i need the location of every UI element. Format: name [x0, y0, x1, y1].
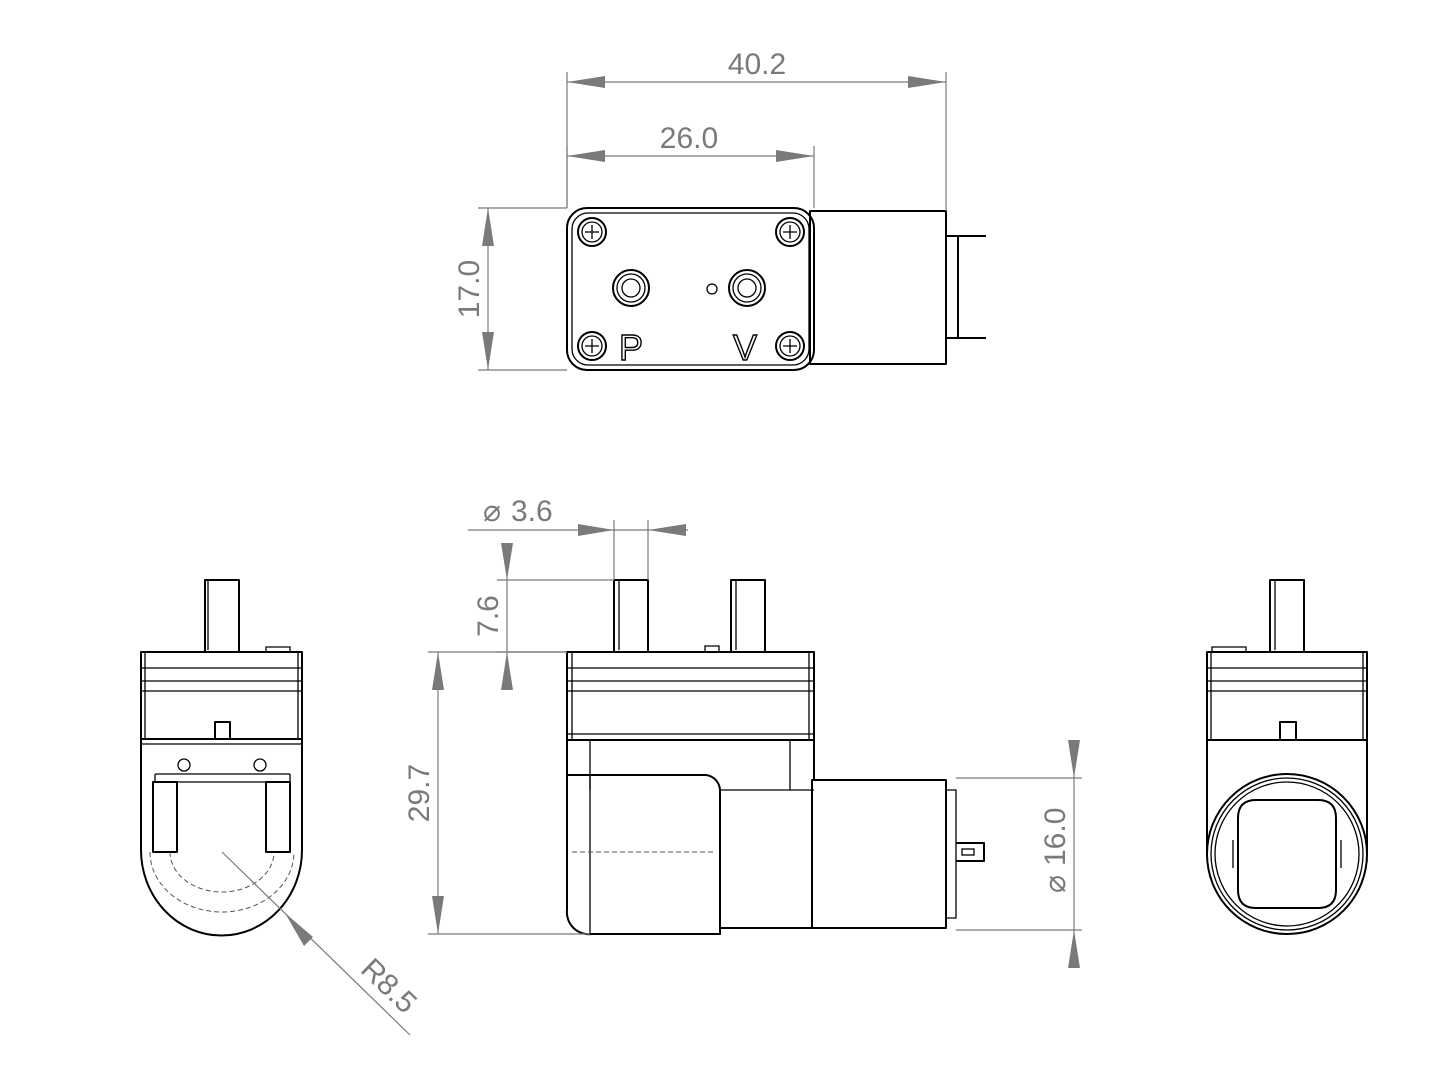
motor-end-face [1206, 773, 1368, 935]
port-nozzle [204, 579, 240, 653]
top-view: P V 40.2 26.0 17.0 [453, 48, 986, 371]
diameter-symbol: ⌀ [1039, 875, 1072, 893]
motor-body [811, 779, 947, 929]
pump-head-inner [571, 212, 810, 366]
dimension-motor-diameter: ⌀ 16.0 [956, 740, 1082, 968]
top-terminals [946, 235, 986, 339]
dimension-head-width: 17.0 [453, 207, 567, 371]
top-motor-body [809, 210, 947, 365]
motor-terminal [956, 842, 985, 862]
dimension-body-height: 29.7 [403, 651, 590, 935]
pump-head-side [1206, 651, 1368, 741]
terminal [265, 781, 291, 853]
pressure-port-label: P [619, 327, 643, 368]
pump-head-side [566, 651, 815, 741]
terminal [152, 781, 178, 853]
left-end-view: R8.5 [140, 579, 423, 1036]
screw-icon [577, 217, 607, 247]
screw-icon [775, 331, 805, 361]
dimension-label: 29.7 [403, 764, 436, 822]
dimension-head-length: 26.0 [566, 122, 815, 208]
dimension-end-radius: R8.5 [221, 851, 423, 1036]
front-view: ⌀ 3.6 7.6 29.7 ⌀ 16.0 [403, 495, 1082, 968]
dimension-label: 7.6 [472, 595, 505, 637]
screw-icon [775, 217, 805, 247]
vacuum-port [728, 269, 766, 307]
right-end-view [1206, 579, 1368, 935]
pump-head-outline [566, 207, 815, 371]
dimension-label: 3.6 [511, 495, 553, 528]
dimension-label: 40.2 [728, 48, 786, 81]
vacuum-port-label: V [733, 327, 757, 368]
pressure-port [612, 269, 650, 307]
vent-hole [706, 283, 718, 295]
dimension-label: 16.0 [1039, 808, 1072, 866]
dimension-label: 17.0 [453, 260, 486, 318]
dimension-overall-length: 40.2 [566, 48, 947, 211]
dimension-label: R8.5 [354, 952, 423, 1020]
motor-housing-rounded [140, 739, 303, 937]
dimension-port-diameter: ⌀ 3.6 [468, 495, 688, 580]
motor-end-cap [1237, 799, 1337, 909]
dimension-label: 26.0 [660, 122, 718, 155]
diameter-symbol: ⌀ [483, 495, 501, 528]
screw-icon [577, 331, 607, 361]
pump-head-side [140, 651, 303, 740]
